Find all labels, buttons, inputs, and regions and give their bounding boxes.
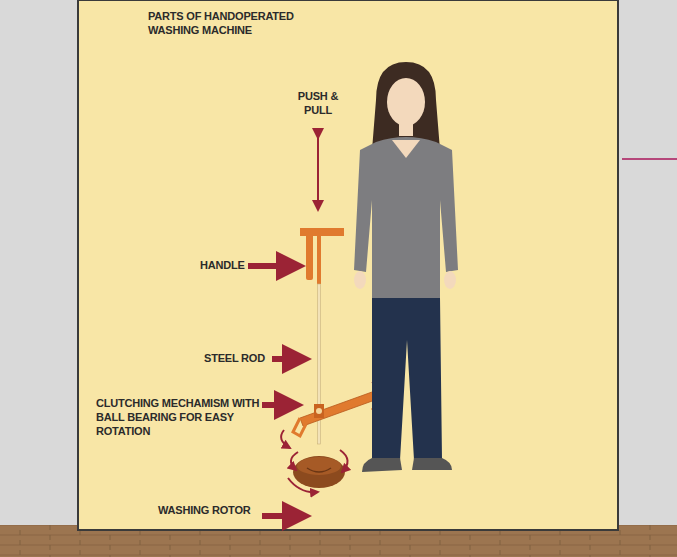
handle-shaft (317, 236, 321, 284)
part-label: PUSH & PULL (296, 90, 340, 118)
rotation-arrow (291, 452, 298, 470)
rotation-arrow (281, 430, 290, 448)
part-label: CLUTCHING MECHAMISM WITH BALL BEARING FO… (96, 397, 261, 438)
washing-rotor (293, 456, 345, 488)
rotation-arrow (288, 478, 318, 492)
woman-figure (354, 62, 458, 472)
handle-grip (306, 234, 313, 280)
diagram-title: PARTS OF HANDOPERATED WASHING MACHINE (148, 10, 338, 38)
callout-arrow (272, 356, 306, 362)
part-label: STEEL ROD (204, 352, 265, 366)
clutch-mechanism (293, 392, 378, 436)
rotation-arrow (340, 450, 348, 472)
push-pull-arrow (317, 138, 319, 210)
panel (78, 0, 618, 530)
callout-arrow (262, 513, 306, 519)
callout-arrow (248, 263, 300, 269)
part-label: WASHING ROTOR (158, 504, 251, 518)
side-line (622, 158, 677, 160)
callout-arrow (262, 402, 298, 408)
part-label: HANDLE (200, 259, 245, 273)
